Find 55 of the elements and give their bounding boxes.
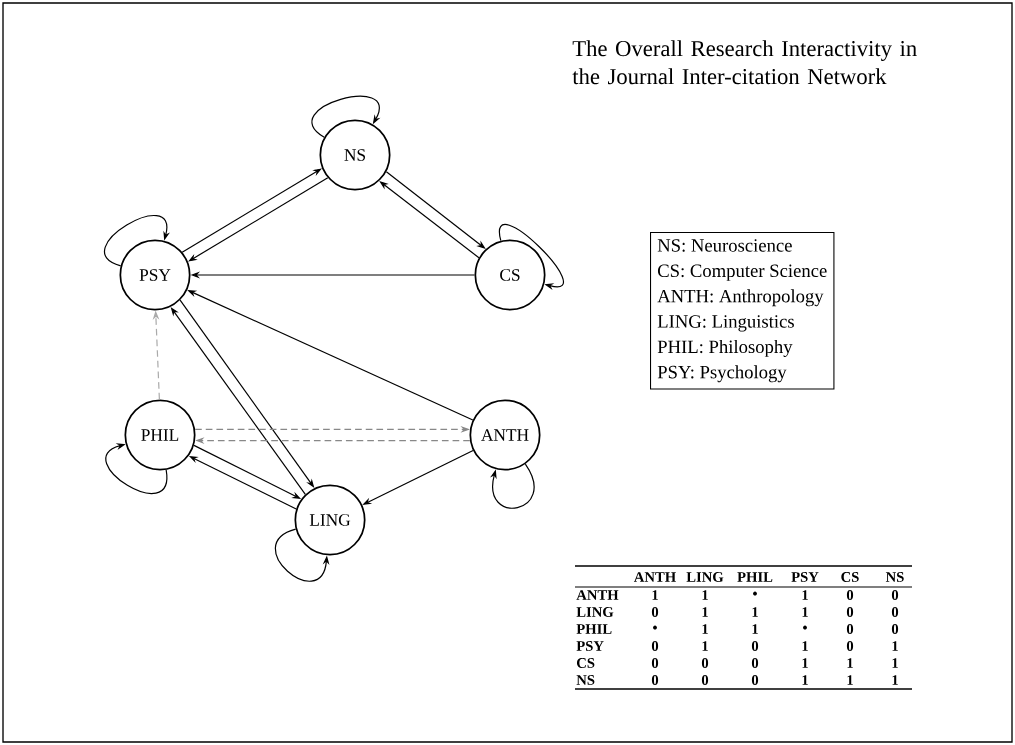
- arrow: [498, 224, 564, 290]
- row-header: PHIL: [576, 624, 612, 634]
- table-value: 0: [846, 607, 854, 617]
- table-value: 1: [892, 641, 898, 651]
- table-value: 1: [802, 641, 808, 651]
- table-value: 0: [701, 658, 709, 668]
- row-header: ANTH: [576, 590, 619, 600]
- table-value: 0: [846, 641, 854, 651]
- table-value: 1: [702, 624, 708, 634]
- column-header: PHIL: [737, 572, 773, 582]
- table-value: 0: [751, 641, 759, 651]
- table-value: 1: [702, 590, 708, 600]
- table-value: 1: [802, 675, 808, 685]
- column-header: ANTH: [633, 572, 676, 582]
- table-value: 1: [802, 658, 808, 668]
- legend-box: NS: Neuroscience CS: Computer Science ANTH: Anthropology LING: Linguistics PHIL: Philosophy PSY: Psychology: [650, 232, 835, 390]
- table-value: 0: [891, 590, 899, 600]
- table-value: 0: [846, 624, 854, 634]
- table-value: 1: [847, 658, 853, 668]
- arrow: [311, 95, 381, 138]
- row-header: NS: [576, 675, 595, 685]
- table-value: •: [803, 625, 807, 630]
- table-value: 1: [752, 607, 758, 617]
- table-value: 1: [892, 658, 898, 668]
- table-value: 1: [652, 590, 658, 600]
- table-value: 1: [847, 675, 853, 685]
- row-header: PSY: [576, 641, 604, 651]
- column-header: LING: [686, 572, 724, 582]
- arrow: [490, 463, 535, 509]
- table-value: 0: [751, 675, 759, 685]
- table-value: 0: [651, 658, 659, 668]
- table-value: 1: [702, 607, 708, 617]
- table-value: 0: [891, 607, 899, 617]
- table-value: •: [753, 591, 757, 596]
- arrow: [105, 443, 168, 494]
- table-value: 1: [702, 641, 708, 651]
- table-value: 0: [846, 590, 854, 600]
- table-value: 0: [751, 658, 759, 668]
- title: The Overall Research Interactivity in the Journal Inter-citation Network: [572, 40, 917, 85]
- table-value: 0: [651, 641, 659, 651]
- arrow: [104, 215, 170, 267]
- table-value: 1: [892, 675, 898, 685]
- column-header: NS: [885, 572, 904, 582]
- table-value: 1: [802, 607, 808, 617]
- table-value: 0: [651, 675, 659, 685]
- table-value: 0: [701, 675, 709, 685]
- column-header: PSY: [791, 572, 819, 582]
- table-value: •: [653, 625, 657, 630]
- row-header: CS: [577, 658, 595, 668]
- row-header: LING: [576, 607, 614, 617]
- table-value: 0: [891, 624, 899, 634]
- table-value: 0: [651, 607, 659, 617]
- table-value: 1: [752, 624, 758, 634]
- table-value: 1: [802, 590, 808, 600]
- column-header: CS: [841, 572, 859, 582]
